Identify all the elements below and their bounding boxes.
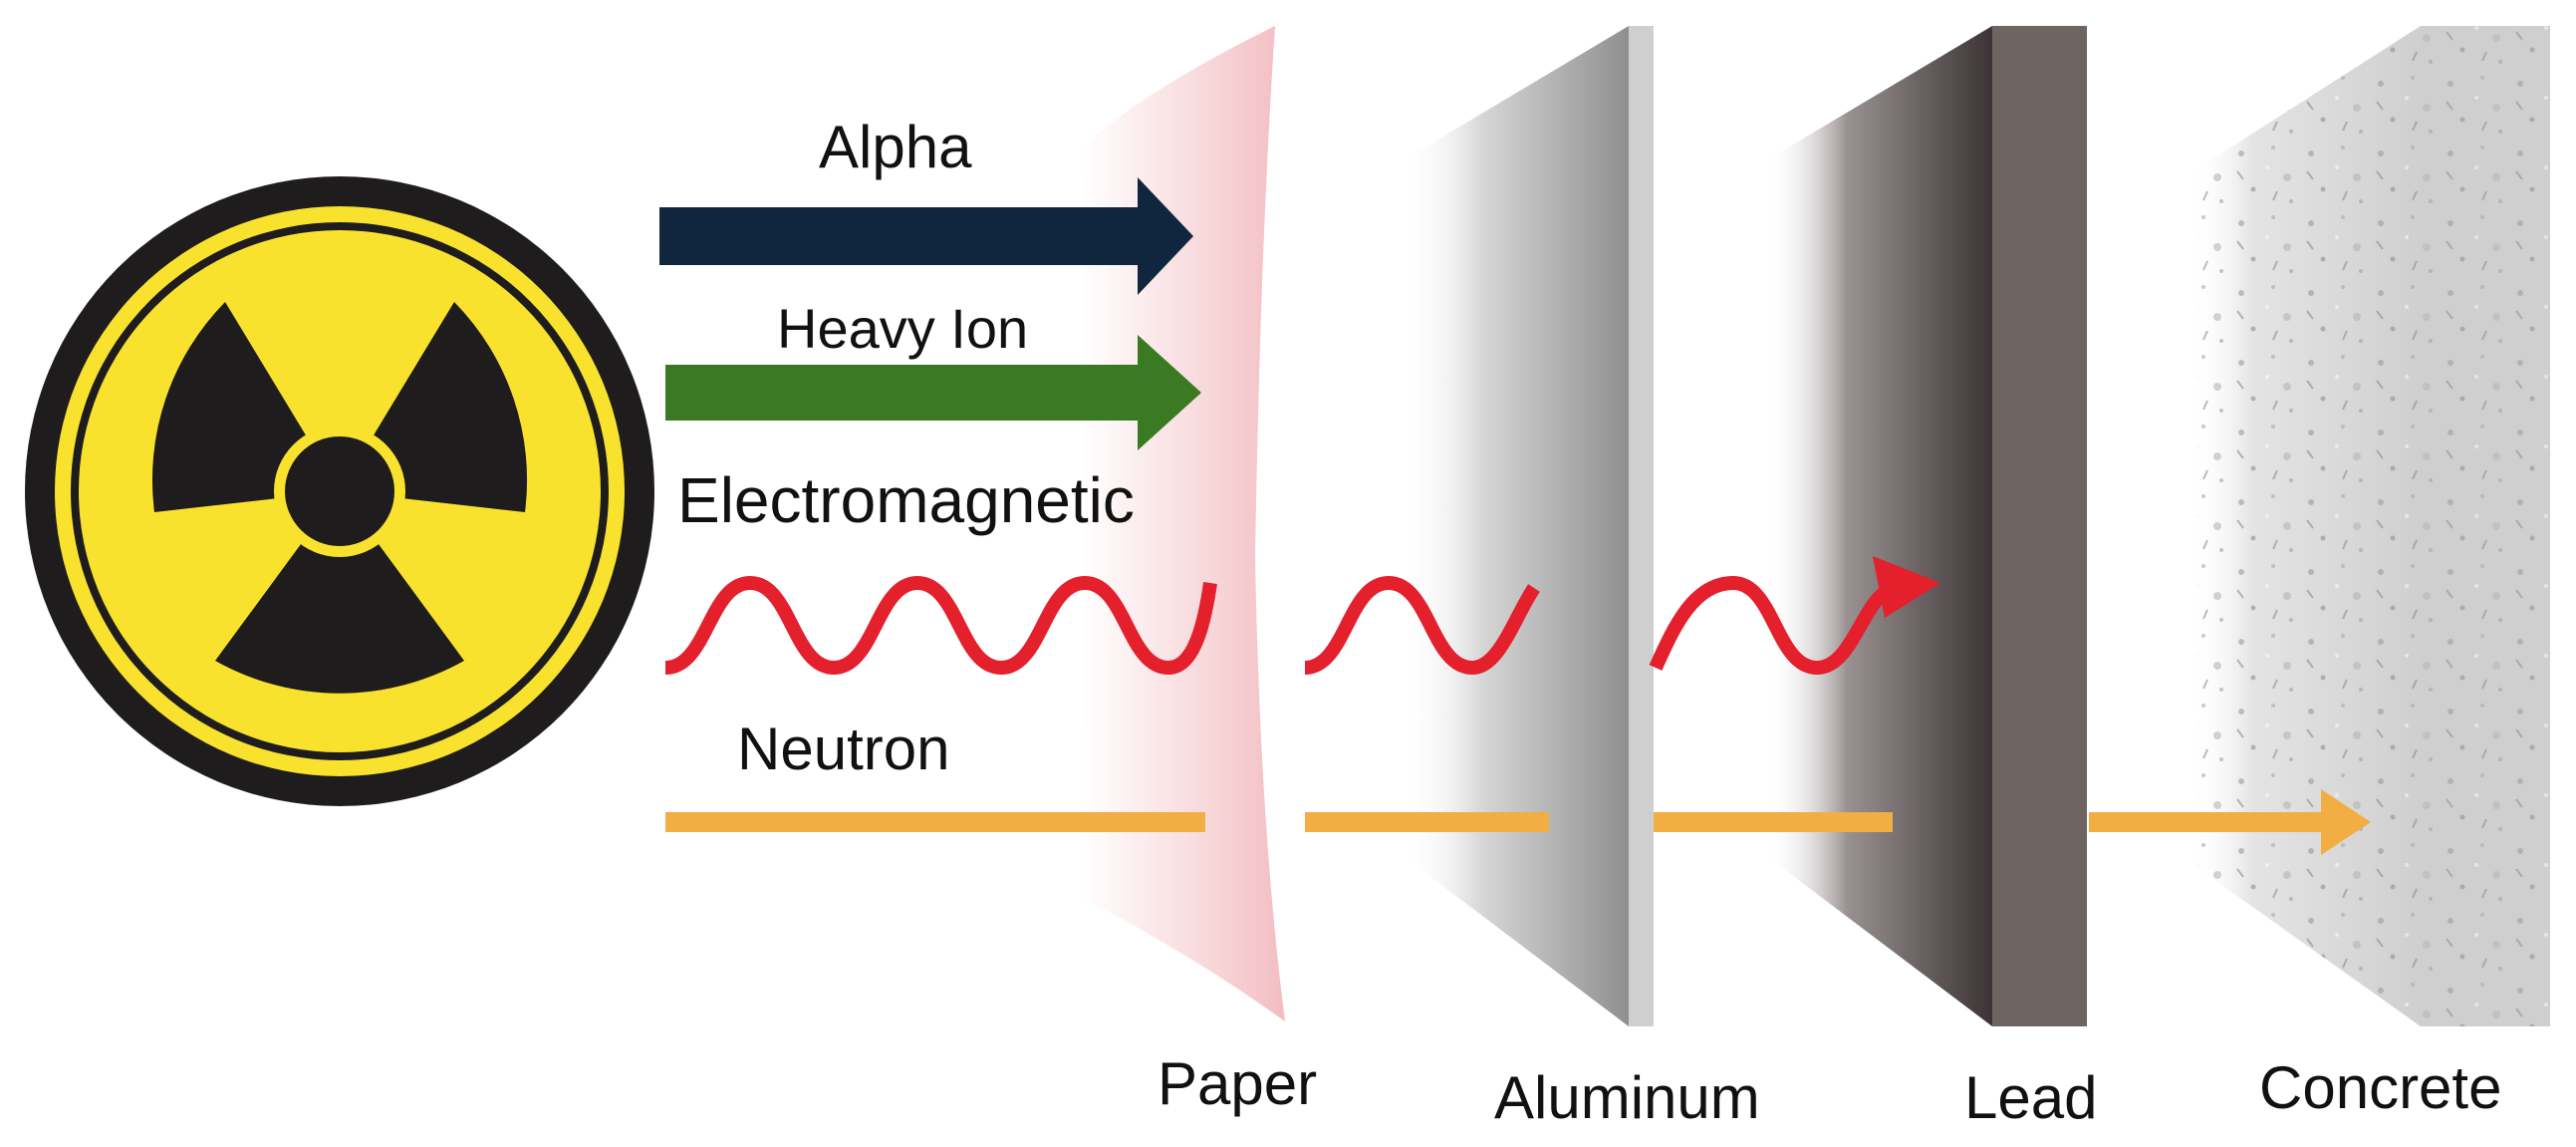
aluminum-label: Aluminum — [1494, 1064, 1760, 1131]
lead-shield — [1768, 26, 2087, 1026]
em-wave-segment-3 — [1649, 575, 1897, 676]
alpha-label: Alpha — [819, 114, 972, 180]
radiation-trefoil-icon — [25, 176, 654, 806]
heavy-ion-arrow — [665, 335, 1201, 450]
lead-label: Lead — [1964, 1064, 2098, 1131]
electromagnetic-label: Electromagnetic — [677, 464, 1135, 536]
em-arrowhead — [1873, 556, 1940, 618]
neutron-arrow — [665, 789, 2371, 855]
paper-shield — [1081, 26, 1285, 1021]
aluminum-shield — [1405, 26, 1654, 1026]
concrete-label: Concrete — [2259, 1054, 2502, 1121]
heavy-ion-label: Heavy Ion — [777, 297, 1029, 360]
concrete-shield — [2196, 26, 2550, 1026]
neutron-label: Neutron — [737, 716, 950, 782]
alpha-arrow — [659, 177, 1193, 295]
paper-label: Paper — [1158, 1050, 1318, 1117]
em-wave-segment-1 — [664, 575, 1217, 676]
em-wave-segment-2 — [1303, 575, 1540, 676]
electromagnetic-wave — [664, 556, 1940, 676]
